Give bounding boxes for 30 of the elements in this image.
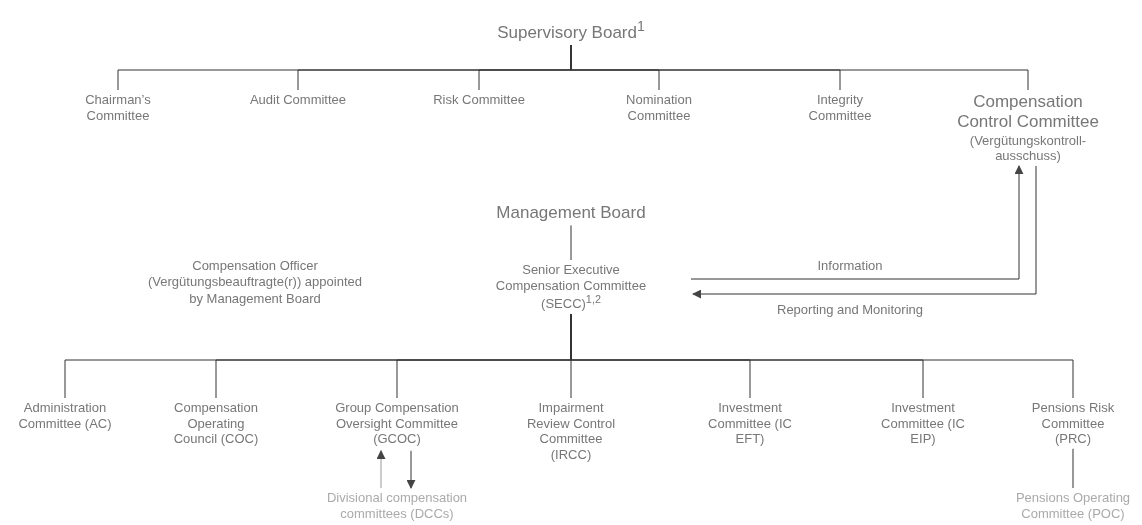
committee-name: Investment Committee (IC EIP) [880,400,966,447]
committee-name: Divisional compensation committees (DCCs) [325,490,469,522]
arrow [376,449,386,489]
edge-label: Information [815,258,885,273]
committee-name: Risk Committee [432,92,526,108]
committee-name: Audit Committee [248,92,348,108]
committee-name: Impairment Review Control Committee (IRCC) [525,400,617,463]
arrow [692,165,1037,299]
arrow [690,165,1024,280]
committee-name: Compensation Operating Council (COC) [172,400,260,447]
arrow [406,450,416,489]
board-title: Management Board [495,203,647,224]
board-title: Supervisory Board$^{1}$ [496,18,646,44]
connector-line [570,44,1029,91]
committee-name: Pensions Operating Committee (POC) [1014,490,1132,522]
note-text: Compensation Officer (Vergütungsbeauftragte(r)) appointed by Management Board [147,258,363,307]
committee-name: Pensions Risk Committee (PRC) [1030,400,1116,447]
committee-name: Administration Committee (AC) [17,400,113,432]
committee-name: Nomination Committee [625,92,693,124]
committee-subtitle: (Vergütungskontroll- ausschuss) [968,132,1088,164]
committee-name: Senior Executive Compensation Committee (SECC)$^{1,2}$ [494,262,648,313]
committee-name: Chairman’s Committee [84,92,152,124]
connector-line [570,224,572,261]
committee-name: Compensation Control Committee [956,92,1100,133]
committee-name: Investment Committee (IC EFT) [707,400,793,447]
connector-line [1072,448,1074,489]
committee-name: Integrity Committee [807,92,873,124]
connector-line [570,313,1074,399]
edge-label: Reporting and Monitoring [775,302,925,317]
committee-name: Group Compensation Oversight Committee (GCOC) [334,400,460,447]
